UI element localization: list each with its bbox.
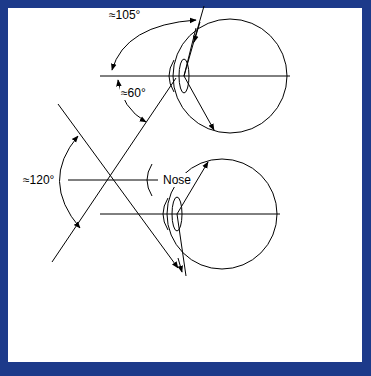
- visual-ray: [177, 214, 186, 276]
- ray-arrow: [178, 258, 182, 272]
- visual-ray: [58, 104, 178, 268]
- refracted-ray: [184, 76, 214, 130]
- angle-arc: [59, 136, 80, 228]
- visual-ray: [52, 78, 176, 262]
- optical-axis: [100, 76, 290, 77]
- refracted-ray: [184, 28, 196, 76]
- angle-arc: [118, 80, 146, 122]
- angle-label: ≈60°: [120, 86, 147, 100]
- angle-arc: [112, 20, 196, 70]
- leader-line: [68, 180, 158, 181]
- part-label: Nose: [162, 173, 192, 187]
- optical-axis: [100, 214, 280, 215]
- refracted-ray: [177, 162, 208, 214]
- panel: [8, 8, 362, 362]
- visual-ray: [184, 6, 204, 76]
- angle-label: ≈120°: [22, 173, 55, 187]
- angle-label: ≈105°: [108, 8, 141, 22]
